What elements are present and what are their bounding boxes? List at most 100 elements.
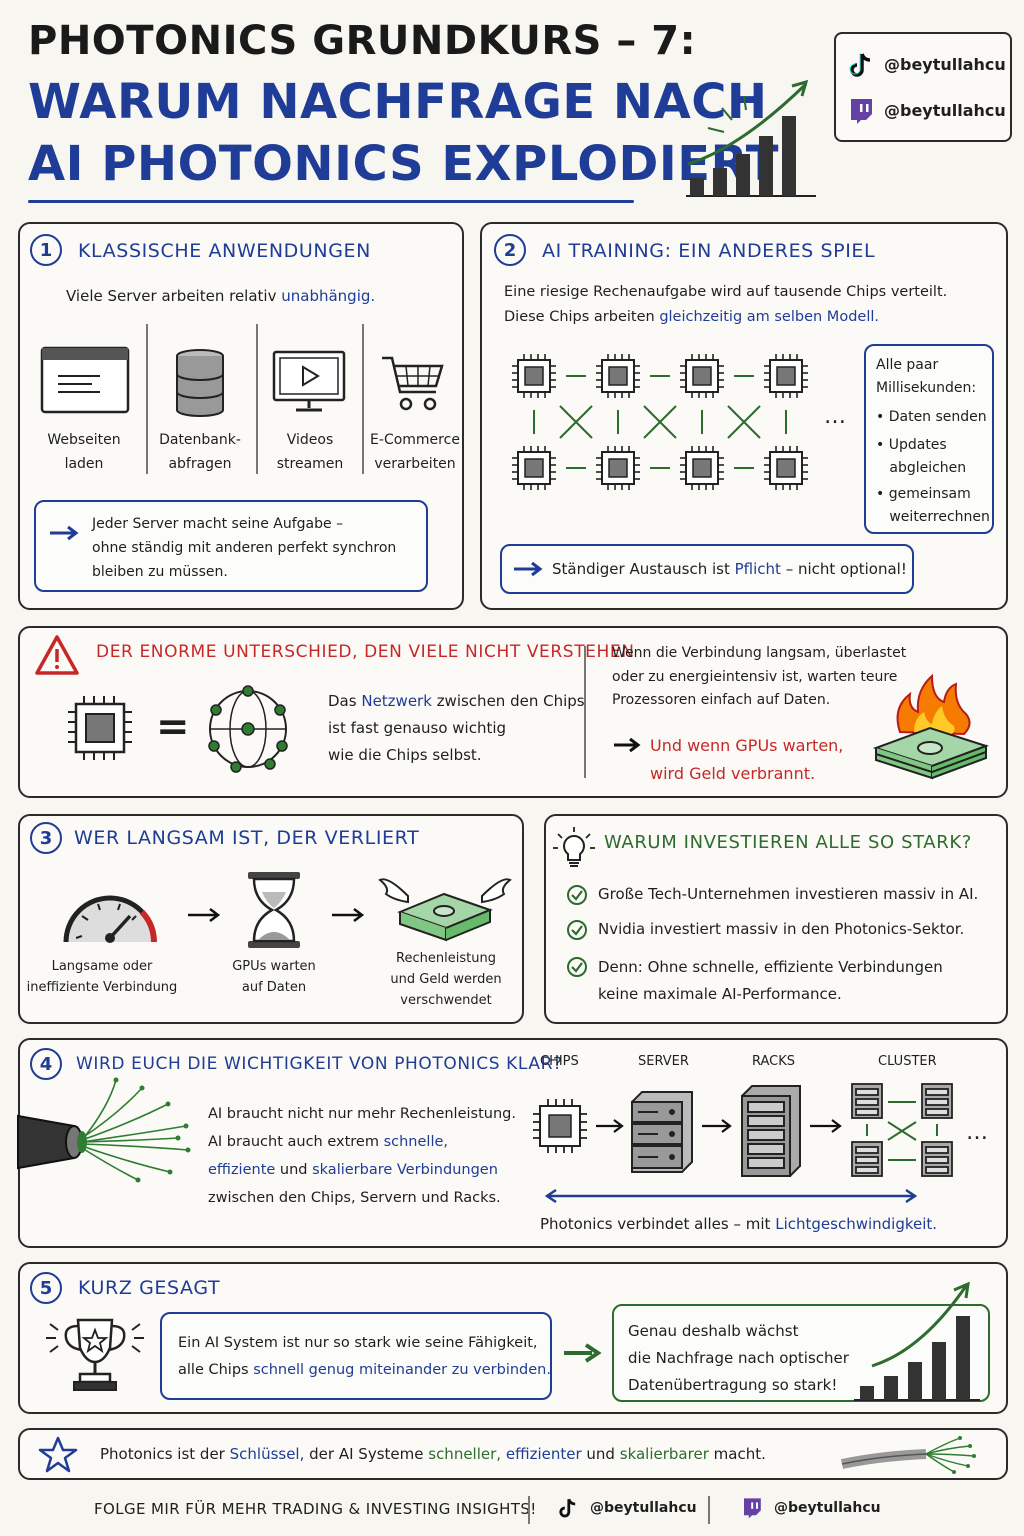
tiktok-icon[interactable]	[846, 50, 876, 80]
hourglass-icon	[248, 872, 300, 948]
section2-callout	[500, 544, 914, 594]
section-importance	[18, 1038, 1008, 1248]
arrow-right-icon	[614, 737, 641, 753]
warning-red-text: Und wenn GPUs warten, wird Geld verbrann…	[650, 736, 844, 783]
speedometer-icon	[63, 895, 157, 943]
video-monitor-icon	[272, 350, 346, 412]
divider	[708, 1496, 710, 1524]
section-number: 2	[494, 234, 526, 266]
ellipsis: …	[824, 404, 846, 429]
footer-tiktok-handle[interactable]: @beytullahcu	[590, 1500, 697, 1516]
key-message-banner	[18, 1428, 1008, 1480]
section5-middle-text: Ein AI System ist nur so stark wie seine…	[178, 1335, 551, 1378]
hierarchy-label-server: SERVER	[638, 1054, 689, 1069]
twitch-icon[interactable]	[740, 1496, 764, 1520]
section2-line2: Diese Chips arbeiten gleichzeitig am sel…	[504, 309, 879, 325]
arrow-right-icon	[514, 561, 543, 577]
section1-callout-text: Jeder Server macht seine Aufgabe – ohne …	[92, 516, 397, 580]
growth-chart-icon	[854, 1281, 980, 1401]
twitch-handle[interactable]: @beytullahcu	[884, 101, 1006, 120]
check-icon	[567, 920, 587, 940]
arrow-right-icon	[332, 908, 365, 922]
section-title: WER LANGSAM IST, DER VERLIERT	[74, 827, 420, 849]
section-title: KURZ GESAGT	[78, 1277, 221, 1299]
network-globe-icon	[208, 685, 288, 773]
section-number: 3	[30, 822, 62, 854]
section-title: KLASSISCHE ANWENDUNGEN	[78, 240, 371, 262]
footer-cta: FOLGE MIR FÜR MEHR TRADING & INVESTING I…	[94, 1500, 537, 1518]
page-subtitle-line2: AI PHOTONICS EXPLODIERT	[28, 136, 780, 192]
page-subtitle-line1: WARUM NACHFRAGE NACH	[28, 74, 768, 130]
chip-icon	[68, 696, 132, 760]
warning-title: DER ENORME UNTERSCHIED, DEN VIELE NICHT …	[96, 642, 635, 662]
hierarchy-diagram	[533, 1083, 953, 1177]
fiber-optic-cable-icon	[17, 1077, 191, 1183]
page-title: PHOTONICS GRUNDKURS – 7:	[28, 18, 697, 64]
divider	[584, 646, 586, 778]
section-invest	[544, 814, 1008, 1024]
invest-title: WARUM INVESTIEREN ALLE SO STARK?	[604, 832, 972, 853]
invest-item: Denn: Ohne schnelle, effiziente Verbindu…	[598, 958, 943, 1003]
arrow-right-icon	[50, 525, 79, 541]
key-message-text: Photonics ist der Schlüssel, der AI Syst…	[100, 1445, 766, 1463]
section5-middle-callout	[160, 1312, 552, 1400]
arrow-right-icon	[188, 908, 221, 922]
section1-callout	[34, 500, 428, 592]
millisecond-list: • Daten senden • Updates abgleichen • ge…	[876, 409, 990, 525]
check-icon	[567, 885, 587, 905]
growth-chart-icon	[686, 79, 816, 197]
double-arrow	[544, 1188, 918, 1204]
section-number: 4	[30, 1048, 62, 1080]
section2-line1: Eine riesige Rechenaufgabe wird auf taus…	[504, 284, 948, 300]
shopping-cart-icon	[382, 356, 444, 411]
item-label: Datenbank-abfragen	[159, 432, 241, 472]
hierarchy-label-cluster: CLUSTER	[878, 1054, 937, 1069]
invest-item: Große Tech-Unternehmen investieren massi…	[598, 885, 979, 903]
tiktok-handle[interactable]: @beytullahcu	[884, 55, 1006, 74]
section-warning	[18, 626, 1008, 798]
footer-twitch-handle[interactable]: @beytullahcu	[774, 1500, 881, 1516]
database-icon	[176, 349, 224, 417]
section2-callout-text: Ständiger Austausch ist Pflicht – nicht …	[552, 560, 907, 578]
flying-money-icon	[378, 878, 512, 942]
section5-right-callout	[612, 1304, 990, 1402]
section-number: 5	[30, 1272, 62, 1304]
section-number: 1	[30, 234, 62, 266]
warning-icon	[35, 635, 79, 675]
divider	[146, 324, 148, 474]
divider	[362, 324, 364, 474]
millisecond-box-text: Alle paar Millisekunden:	[876, 357, 977, 396]
warning-right-text: Wenn die Verbindung langsam, überlastet …	[612, 645, 907, 708]
tiktok-icon[interactable]	[556, 1496, 580, 1520]
hierarchy-label-chips: CHIPS	[540, 1054, 579, 1069]
invest-item: Nvidia investiert massiv in den Photonic…	[598, 920, 965, 938]
section-title: AI TRAINING: EIN ANDERES SPIEL	[542, 240, 876, 262]
divider	[256, 324, 258, 474]
lightbulb-icon	[553, 827, 595, 867]
section-title: WIRD EUCH DIE WICHTIGKEIT VON PHOTONICS …	[76, 1054, 563, 1074]
title-underline	[28, 200, 634, 203]
section4-text: AI braucht nicht nur mehr Rechenleistung…	[208, 1106, 516, 1206]
section1-intro: Viele Server arbeiten relativ unabhängig…	[66, 287, 376, 305]
section4-bottom-text: Photonics verbindet alles – mit Lichtges…	[540, 1215, 938, 1233]
fiber-optic-cable-icon	[840, 1436, 976, 1474]
star-icon	[38, 1436, 78, 1473]
arrow-right-icon	[564, 1343, 602, 1363]
browser-window-icon	[40, 346, 130, 414]
ellipsis: …	[966, 1120, 988, 1145]
twitch-icon[interactable]	[846, 96, 876, 126]
chip-grid-diagram	[511, 353, 809, 491]
millisecond-box	[864, 344, 994, 534]
trophy-icon	[46, 1318, 144, 1391]
hierarchy-label-racks: RACKS	[752, 1054, 796, 1069]
burning-money-icon	[872, 673, 990, 780]
section5-right-text: Genau deshalb wächst die Nachfrage nach …	[628, 1322, 849, 1394]
warning-middle-text: Das Netzwerk zwischen den Chips ist fast…	[328, 692, 585, 764]
divider	[528, 1496, 530, 1524]
